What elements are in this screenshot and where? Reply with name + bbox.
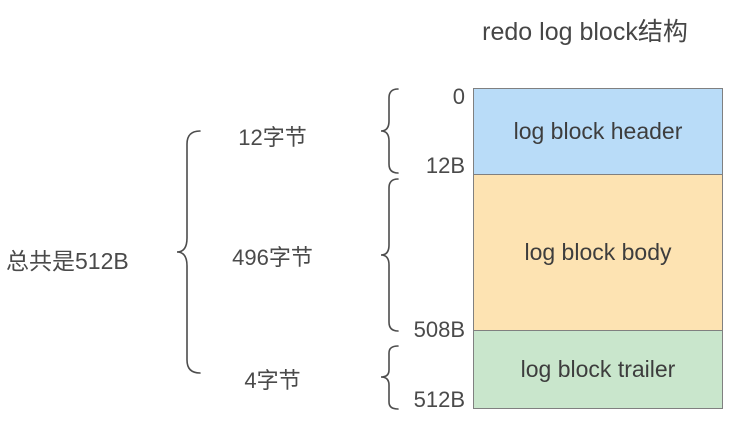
diagram-title: redo log block结构: [482, 18, 688, 46]
log-block-header-label: log block header: [513, 118, 683, 144]
log-block-body-section: log block body: [473, 174, 723, 331]
offset-header-end-label: 12B: [425, 153, 465, 178]
trailer-brace-icon: [380, 345, 400, 410]
header-brace-icon: [380, 88, 400, 174]
offset-body-end-label: 508B: [413, 317, 465, 342]
body-size-label: 496字节: [232, 245, 313, 270]
log-block-header-section: log block header: [473, 88, 723, 175]
total-brace-icon: [176, 130, 202, 374]
block-stack: log block header log block body log bloc…: [473, 88, 723, 409]
header-size-label: 12字节: [238, 125, 307, 150]
log-block-body-label: log block body: [524, 239, 672, 265]
total-size-label: 总共是512B: [6, 248, 129, 274]
log-block-trailer-section: log block trailer: [473, 330, 723, 409]
trailer-size-label: 4字节: [244, 368, 301, 393]
offset-trailer-end-label: 512B: [413, 387, 465, 412]
body-brace-icon: [380, 178, 400, 332]
offset-start-label: 0: [452, 84, 465, 109]
log-block-trailer-label: log block trailer: [520, 356, 676, 382]
